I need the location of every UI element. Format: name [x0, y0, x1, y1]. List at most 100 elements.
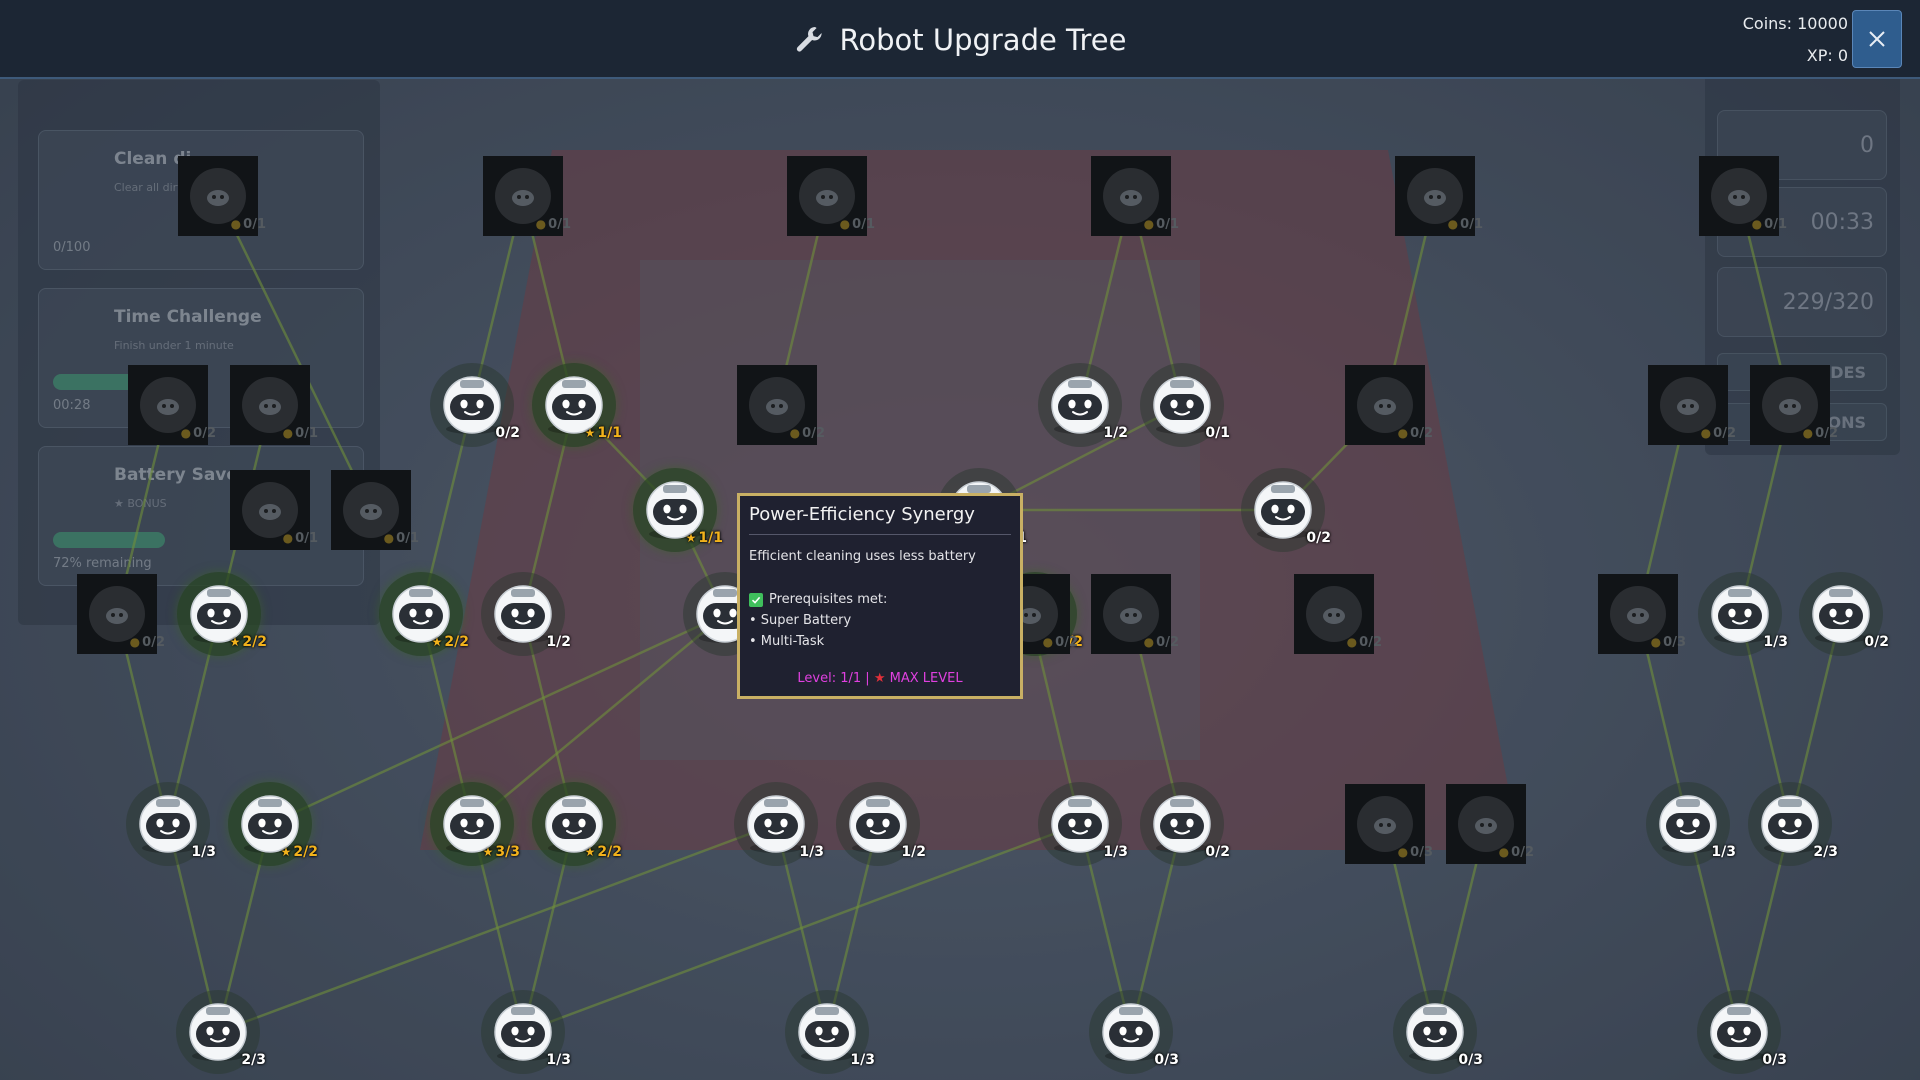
- connection-line: [217, 822, 777, 1034]
- upgrade-node[interactable]: ★2/2: [379, 572, 469, 656]
- level-value: 0/1: [1764, 217, 1787, 232]
- level-value: 1/3: [1711, 844, 1736, 860]
- level-value: 0/2: [142, 635, 165, 650]
- upgrade-node[interactable]: ★2/2: [177, 572, 267, 656]
- lock-icon: ●: [129, 635, 141, 649]
- tooltip-prerequisites: Prerequisites met:: [749, 592, 1011, 607]
- connection-line: [825, 823, 880, 1033]
- upgrade-node[interactable]: ●0/1: [785, 154, 875, 238]
- node-level: 1/3: [1103, 844, 1128, 860]
- node-level: ●0/1: [536, 217, 571, 232]
- star-icon: ★: [873, 671, 886, 686]
- lock-icon: ●: [1397, 426, 1409, 440]
- level-value: 1/2: [901, 844, 926, 860]
- upgrade-node[interactable]: 0/2: [1799, 572, 1889, 656]
- upgrade-node[interactable]: 1/2: [481, 572, 571, 656]
- upgrade-node[interactable]: 1/3: [734, 782, 824, 866]
- level-value: 1/3: [850, 1052, 875, 1068]
- node-level: 0/3: [1154, 1052, 1179, 1068]
- upgrade-node[interactable]: ★1/1: [532, 363, 622, 447]
- level-value: 0/2: [1864, 634, 1889, 650]
- node-level: ●0/1: [1144, 217, 1179, 232]
- quest-subtitle: Clear all dirt: [114, 181, 182, 194]
- upgrade-node[interactable]: 0/2: [1241, 468, 1331, 552]
- upgrade-node[interactable]: ●0/1: [176, 154, 266, 238]
- upgrade-node[interactable]: 1/3: [785, 990, 875, 1074]
- upgrade-node[interactable]: ●0/2: [1292, 572, 1382, 656]
- upgrade-node[interactable]: 0/3: [1089, 990, 1179, 1074]
- upgrade-node[interactable]: ●0/1: [481, 154, 571, 238]
- level-value: 0/2: [802, 426, 825, 441]
- lock-icon: ●: [1447, 217, 1459, 231]
- upgrade-node[interactable]: ★3/3: [430, 782, 520, 866]
- connection-line: [166, 823, 220, 1033]
- level-value: 0/1: [243, 217, 266, 232]
- star-icon: ★: [482, 845, 494, 859]
- prereq-item: • Super Battery: [749, 613, 852, 628]
- upgrade-node[interactable]: ●0/2: [75, 572, 165, 656]
- upgrade-node[interactable]: 1/2: [1038, 363, 1128, 447]
- upgrade-node[interactable]: ●0/2: [1748, 363, 1838, 447]
- upgrade-node[interactable]: ●0/1: [228, 363, 318, 447]
- node-level: ●0/1: [283, 531, 318, 546]
- upgrade-node[interactable]: ★1/1: [633, 468, 723, 552]
- upgrade-node[interactable]: 2/3: [1748, 782, 1838, 866]
- upgrade-node[interactable]: 2/3: [176, 990, 266, 1074]
- node-level: ●0/1: [840, 217, 875, 232]
- upgrade-node[interactable]: 0/3: [1697, 990, 1787, 1074]
- tooltip-title: Power-Efficiency Synergy: [749, 504, 1011, 535]
- node-level: ●0/2: [790, 426, 825, 441]
- wrench-icon: [796, 26, 822, 52]
- upgrade-node[interactable]: ★2/2: [228, 782, 318, 866]
- upgrade-node[interactable]: ●0/1: [1089, 154, 1179, 238]
- upgrade-node[interactable]: ●0/3: [1596, 572, 1686, 656]
- upgrade-node[interactable]: 1/3: [1698, 572, 1788, 656]
- upgrade-node[interactable]: ●0/1: [1393, 154, 1483, 238]
- upgrade-node[interactable]: 0/1: [1140, 363, 1230, 447]
- connection-line: [978, 403, 1183, 512]
- upgrade-node[interactable]: ●0/3: [1343, 782, 1433, 866]
- prereq-item: • Multi-Task: [749, 634, 825, 649]
- level-value: 0/2: [1156, 635, 1179, 650]
- connection-line: [1686, 823, 1741, 1033]
- upgrade-node[interactable]: 0/2: [430, 363, 520, 447]
- upgrade-node[interactable]: 1/3: [1038, 782, 1128, 866]
- level-value: 1/3: [1103, 844, 1128, 860]
- upgrade-node[interactable]: 1/2: [836, 782, 926, 866]
- upgrade-node[interactable]: 0/3: [1393, 990, 1483, 1074]
- upgrade-node[interactable]: ●0/2: [1646, 363, 1736, 447]
- level-value: 0/3: [1663, 635, 1686, 650]
- upgrade-node[interactable]: ●0/1: [228, 468, 318, 552]
- lock-icon: ●: [1143, 635, 1155, 649]
- node-level: 1/3: [1711, 844, 1736, 860]
- level-value: 0/2: [1055, 635, 1078, 650]
- node-level: 1/3: [1763, 634, 1788, 650]
- node-level: 1/3: [850, 1052, 875, 1068]
- close-button[interactable]: [1852, 10, 1902, 68]
- level-value: 2/3: [241, 1052, 266, 1068]
- level-value: 1/1: [597, 425, 622, 441]
- level-value: 0/1: [295, 531, 318, 546]
- upgrade-node[interactable]: ●0/2: [126, 363, 216, 447]
- upgrade-node[interactable]: 1/3: [1646, 782, 1736, 866]
- upgrade-node[interactable]: ●0/2: [735, 363, 825, 447]
- node-level: 2/3: [1813, 844, 1838, 860]
- connection-line: [1129, 823, 1184, 1033]
- upgrade-node[interactable]: 1/3: [481, 990, 571, 1074]
- upgrade-node[interactable]: ●0/1: [1697, 154, 1787, 238]
- connection-line: [1788, 613, 1843, 825]
- upgrade-node[interactable]: ●0/2: [1089, 572, 1179, 656]
- upgrade-node[interactable]: 0/2: [1140, 782, 1230, 866]
- quest-title: Clean di: [114, 149, 192, 169]
- upgrade-node[interactable]: ●0/1: [329, 468, 419, 552]
- node-level: ●0/2: [130, 635, 165, 650]
- connection-line: [1738, 613, 1792, 825]
- level-value: 1/1: [698, 530, 723, 546]
- lock-icon: ●: [180, 426, 192, 440]
- node-level: ●0/3: [1651, 635, 1686, 650]
- upgrade-node[interactable]: ★2/2: [532, 782, 622, 866]
- upgrade-node[interactable]: ●0/2: [1444, 782, 1534, 866]
- upgrade-node[interactable]: 1/3: [126, 782, 216, 866]
- quest-progress: 72% remaining: [53, 556, 152, 571]
- upgrade-node[interactable]: ●0/2: [1343, 363, 1433, 447]
